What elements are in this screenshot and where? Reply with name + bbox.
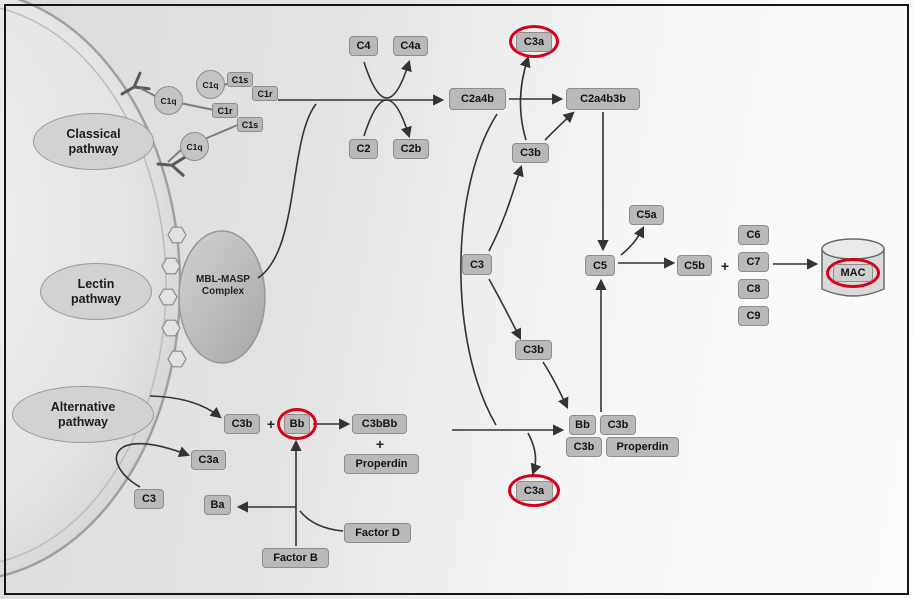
- c1s-molecule: C1s: [237, 117, 263, 132]
- classical-pathway-label: Classical pathway: [33, 113, 154, 170]
- c1s-molecule: C1s: [227, 72, 253, 87]
- lectin-pathway-label: Lectin pathway: [40, 263, 152, 320]
- arrow-membrane-to-c3b-alt: [149, 395, 222, 419]
- node-c6: C6: [738, 225, 769, 245]
- arrow-c3-to-c3a-alt: [115, 442, 191, 488]
- arrow-c3b-to-c2a4b3b: [544, 111, 575, 141]
- line-c3-axis: [460, 113, 498, 426]
- node-c5b: C5b: [677, 255, 712, 276]
- line-lectin-join: [257, 103, 317, 279]
- node-c3b-top: C3b: [512, 143, 549, 163]
- arrow-to-c3a-bottom: [527, 432, 542, 476]
- c1q-molecule: C1q: [154, 86, 183, 115]
- arrow-c4-to-c4a: [363, 59, 412, 99]
- arrow-c3b-to-c5-convertase: [542, 361, 569, 410]
- node-bb-convertase: Bb: [569, 415, 596, 435]
- c1q-molecule: C1q: [196, 70, 225, 99]
- c3a-top-highlight-ring: C3a: [509, 25, 559, 58]
- cell-inner-membrane: [0, 7, 167, 563]
- node-c3bbb: C3bBb: [352, 414, 407, 434]
- plus-sign-alt-2: +: [375, 436, 385, 452]
- mbl-masp-blob: [178, 230, 266, 364]
- node-properdin-convertase: Properdin: [606, 437, 679, 457]
- plus-sign-alt-1: +: [266, 416, 276, 432]
- node-c3b-alt: C3b: [224, 414, 260, 434]
- alternative-pathway-label: Alternative pathway: [12, 386, 154, 443]
- node-factor-d: Factor D: [344, 523, 411, 543]
- c1-complex-strands: [139, 81, 241, 163]
- node-c4a: C4a: [393, 36, 428, 56]
- node-c4: C4: [349, 36, 378, 56]
- c1q-molecule: C1q: [180, 132, 209, 161]
- plus-sign-terminal: +: [720, 257, 730, 274]
- node-properdin-alt: Properdin: [344, 454, 419, 474]
- arrow-c2-to-c2b: [363, 99, 412, 139]
- node-c3a-alt: C3a: [191, 450, 226, 470]
- node-c9: C9: [738, 306, 769, 326]
- node-bb-alt: Bb: [284, 414, 310, 434]
- c3a-bottom-highlight-ring: C3a: [508, 474, 560, 507]
- membrane-hexagons: [158, 226, 187, 368]
- arrow-c3-to-c3b-top: [488, 164, 524, 252]
- mbl-masp-label: MBL-MASP Complex: [196, 274, 250, 297]
- node-c3b-lower: C3b: [515, 340, 552, 360]
- node-c2a4b3b: C2a4b3b: [566, 88, 640, 110]
- node-c3: C3: [462, 254, 492, 275]
- c1r-molecule: C1r: [252, 86, 278, 101]
- c1r-molecule: C1r: [212, 103, 238, 118]
- node-c5a: C5a: [629, 205, 664, 225]
- node-c3a-bottom: C3a: [515, 480, 553, 501]
- mac-highlight-ring: MAC: [826, 258, 880, 288]
- node-c3a-top: C3a: [516, 31, 552, 52]
- node-ba: Ba: [204, 495, 231, 515]
- node-factor-b: Factor B: [262, 548, 329, 568]
- node-c3-alt: C3: [134, 489, 164, 509]
- node-c2b: C2b: [393, 139, 429, 159]
- node-mac: MAC: [833, 264, 873, 282]
- node-c8: C8: [738, 279, 769, 299]
- node-c3b-convertase: C3b: [566, 437, 602, 457]
- node-c7: C7: [738, 252, 769, 272]
- line-factor-d-join: [299, 510, 344, 532]
- arrow-c3-to-c3b-lower: [488, 278, 522, 341]
- node-c2: C2: [349, 139, 378, 159]
- node-c5: C5: [585, 255, 615, 276]
- bb-highlight-ring: Bb: [277, 408, 317, 440]
- node-c2a4b: C2a4b: [449, 88, 506, 110]
- node-c3b-convertase: C3b: [600, 415, 636, 435]
- arrow-c5-to-c5a: [620, 225, 645, 256]
- arrow-c3b-to-c3a-top: [519, 55, 531, 141]
